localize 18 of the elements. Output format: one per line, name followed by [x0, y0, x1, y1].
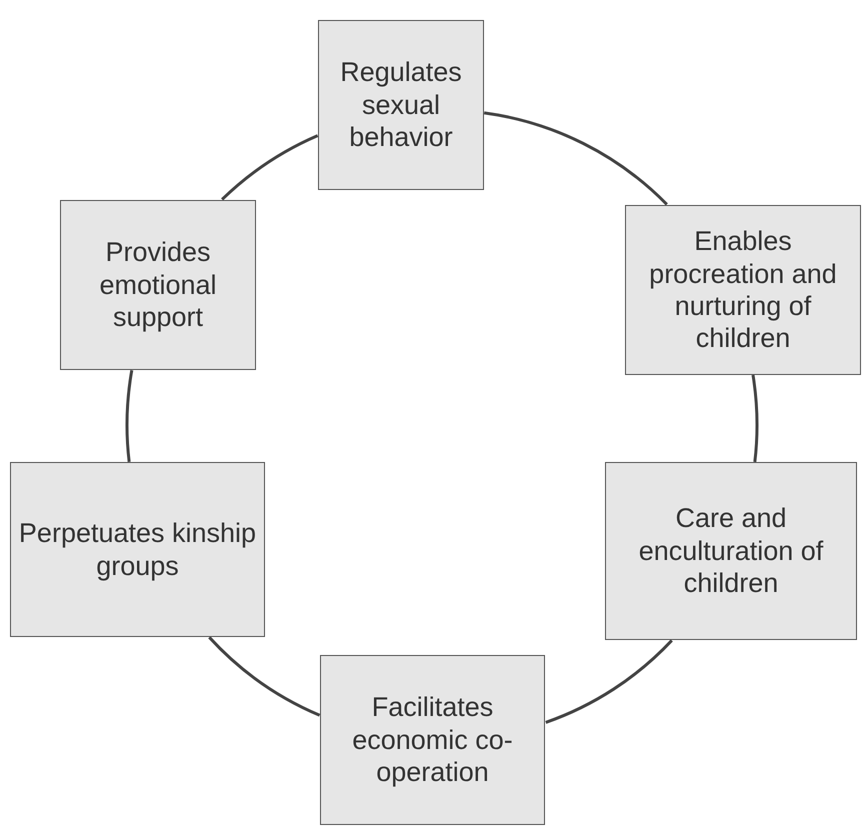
box-label: Enables procreation and nurturing of children — [648, 225, 838, 355]
box-label: Perpetuates kinship groups — [18, 517, 258, 582]
box-label: Regulates sexual behavior — [339, 56, 463, 154]
box-label: Facilitates economic co-operation — [351, 691, 514, 789]
connector-arc — [545, 639, 673, 724]
function-box — [60, 200, 256, 370]
connector-arc — [752, 374, 758, 462]
connector-arc — [208, 636, 320, 717]
function-box — [605, 462, 857, 640]
function-box — [10, 462, 265, 637]
function-box — [320, 655, 545, 825]
box-label: Provides emotional support — [98, 236, 218, 334]
function-box — [625, 205, 861, 375]
connector-arc — [484, 111, 668, 206]
box-label: Care and enculturation of children — [638, 502, 824, 600]
function-box — [318, 20, 484, 190]
connector-arc — [126, 370, 134, 462]
connector-arc — [221, 134, 318, 201]
